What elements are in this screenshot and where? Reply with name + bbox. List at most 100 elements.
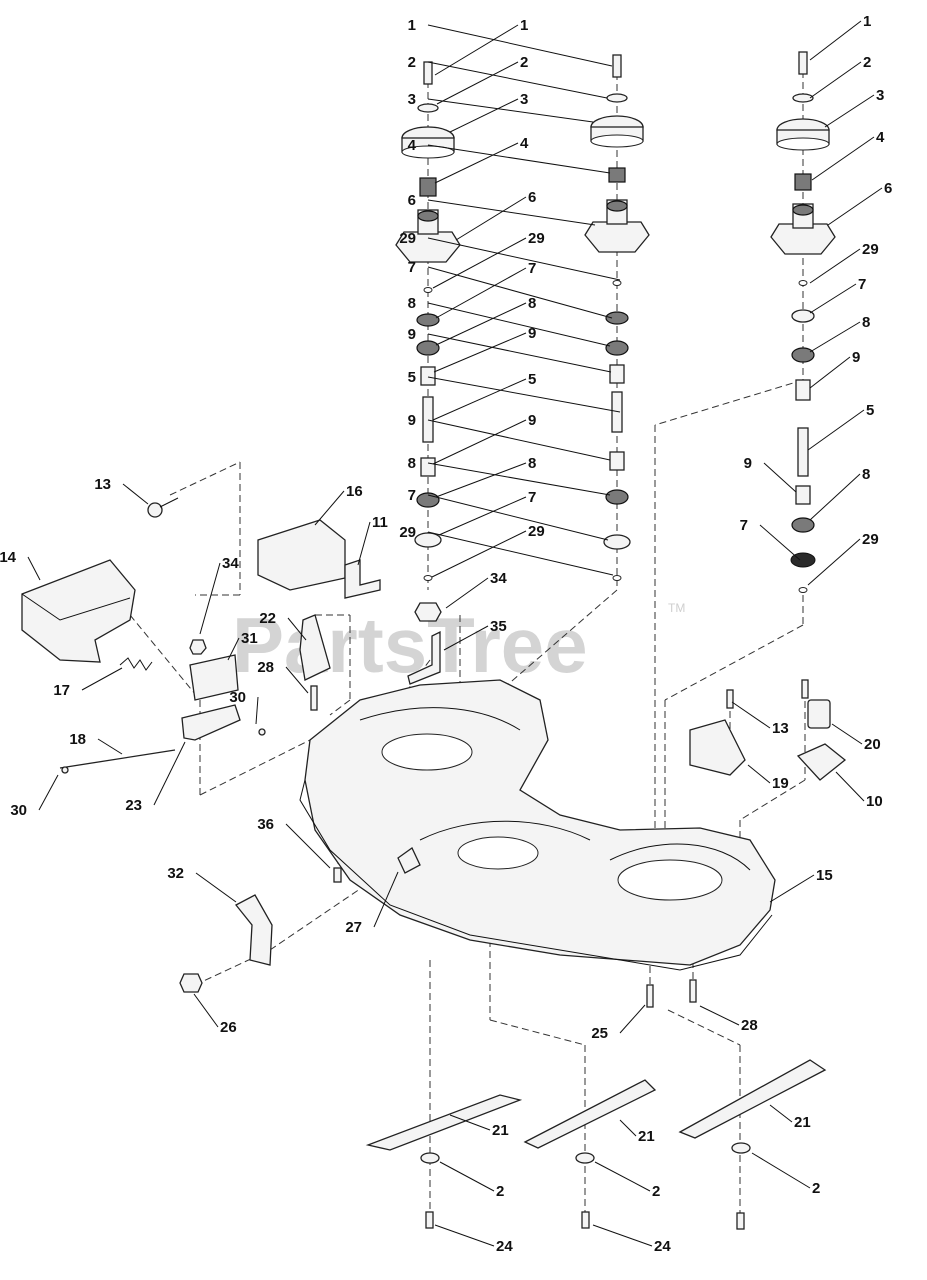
callout-leader-6 (827, 187, 883, 226)
callout-leader-8 (427, 302, 611, 347)
callout-leader-9 (433, 332, 527, 373)
callout-leader-30 (38, 774, 59, 811)
callout-leader-2 (751, 1152, 811, 1189)
callout-label-34: 34 (490, 570, 507, 587)
callout-leader-5 (807, 409, 865, 451)
callout-label-22: 22 (259, 610, 276, 627)
callout-label-26: 26 (220, 1019, 237, 1036)
callout-label-21: 21 (492, 1122, 509, 1139)
callout-leader-3 (824, 94, 875, 128)
left-spindle-stack (395, 61, 461, 581)
callout-label-18: 18 (69, 731, 86, 748)
callout-leader-24 (592, 1224, 653, 1247)
callout-label-9: 9 (528, 325, 536, 342)
callout-leader-29 (427, 531, 614, 576)
callout-leader-7 (809, 283, 857, 314)
callout-label-5: 5 (408, 369, 416, 386)
callout-label-7: 7 (408, 259, 416, 276)
callout-label-21: 21 (638, 1128, 655, 1145)
callout-leader-1 (427, 24, 613, 67)
callout-label-8: 8 (528, 455, 536, 472)
callout-label-11: 11 (372, 514, 388, 531)
callout-label-29: 29 (862, 241, 879, 258)
callout-leader-34 (199, 562, 221, 635)
callout-label-16: 16 (346, 483, 363, 500)
callout-label-20: 20 (864, 736, 881, 753)
callout-leader-4 (434, 142, 519, 184)
center-spindle-stack (584, 54, 650, 581)
callout-label-6: 6 (528, 189, 536, 206)
callout-label-5: 5 (528, 371, 536, 388)
callout-leader-20 (831, 723, 863, 745)
callout-leader-17 (81, 667, 123, 691)
callout-leader-28 (285, 666, 309, 694)
callout-label-23: 23 (125, 797, 142, 814)
callout-leader-7 (435, 267, 527, 319)
callout-label-14: 14 (0, 549, 17, 566)
callout-label-29: 29 (399, 230, 416, 247)
callout-leader-29 (431, 530, 527, 578)
callout-leader-4 (427, 144, 611, 174)
callout-leader-15 (769, 874, 815, 903)
callout-label-3: 3 (520, 91, 528, 108)
callout-label-29: 29 (528, 230, 545, 247)
callout-leader-4 (811, 136, 875, 181)
callout-label-2: 2 (812, 1180, 820, 1197)
watermark: PartsTree (232, 601, 588, 689)
callout-leader-21 (449, 1114, 491, 1131)
callout-label-6: 6 (408, 192, 416, 209)
callout-leader-8 (809, 473, 861, 521)
callout-label-35: 35 (490, 618, 507, 635)
callout-leader-2 (427, 61, 608, 99)
callout-leader-10 (835, 771, 865, 802)
callout-leader-27 (373, 871, 399, 928)
callout-label-21: 21 (794, 1114, 811, 1131)
callout-leader-28 (699, 1005, 740, 1026)
watermark-trademark: TM (668, 601, 685, 615)
callout-leader-18 (97, 738, 123, 755)
callout-leader-2 (439, 1161, 495, 1192)
callout-leader-8 (427, 462, 611, 496)
callout-label-24: 24 (654, 1238, 671, 1255)
callout-leader-31 (227, 637, 240, 661)
callout-label-31: 31 (241, 630, 258, 647)
callout-leader-25 (619, 1004, 646, 1034)
callout-leader-13 (122, 483, 149, 505)
callout-leader-2 (809, 61, 862, 99)
callout-label-15: 15 (816, 867, 833, 884)
callout-leader-6 (427, 199, 596, 226)
callout-label-4: 4 (520, 135, 529, 152)
callout-leader-3 (427, 98, 594, 123)
callout-leader-32 (195, 872, 237, 903)
callout-leader-21 (769, 1104, 793, 1123)
callout-leader-7 (759, 524, 801, 561)
callout-label-8: 8 (408, 455, 416, 472)
callout-leader-29 (809, 248, 861, 284)
callout-label-10: 10 (866, 793, 883, 810)
callout-leader-14 (27, 556, 41, 581)
callout-label-9: 9 (852, 349, 860, 366)
callout-leader-35 (443, 625, 489, 651)
callout-leader-9 (427, 333, 612, 373)
callout-label-9: 9 (408, 412, 416, 429)
callout-label-2: 2 (408, 54, 416, 71)
callout-leader-23 (153, 741, 186, 806)
callout-label-27: 27 (345, 919, 362, 936)
callout-leader-9 (427, 419, 611, 461)
callout-leader-24 (434, 1224, 495, 1247)
callout-leader-19 (747, 764, 771, 784)
callout-label-17: 17 (53, 682, 70, 699)
callout-leader-22 (287, 617, 307, 641)
callout-label-28: 28 (257, 659, 274, 676)
callout-leader-29 (432, 237, 527, 289)
callout-label-29: 29 (399, 524, 416, 541)
callout-leader-21 (619, 1119, 637, 1137)
callout-leader-26 (193, 993, 219, 1028)
callout-leader-9 (432, 419, 527, 465)
callout-leader-1 (434, 24, 519, 76)
callout-label-29: 29 (862, 531, 879, 548)
callout-label-7: 7 (740, 517, 748, 534)
callout-leader-5 (427, 376, 621, 413)
callout-label-13: 13 (94, 476, 111, 493)
right-spindle-stack (770, 51, 836, 593)
